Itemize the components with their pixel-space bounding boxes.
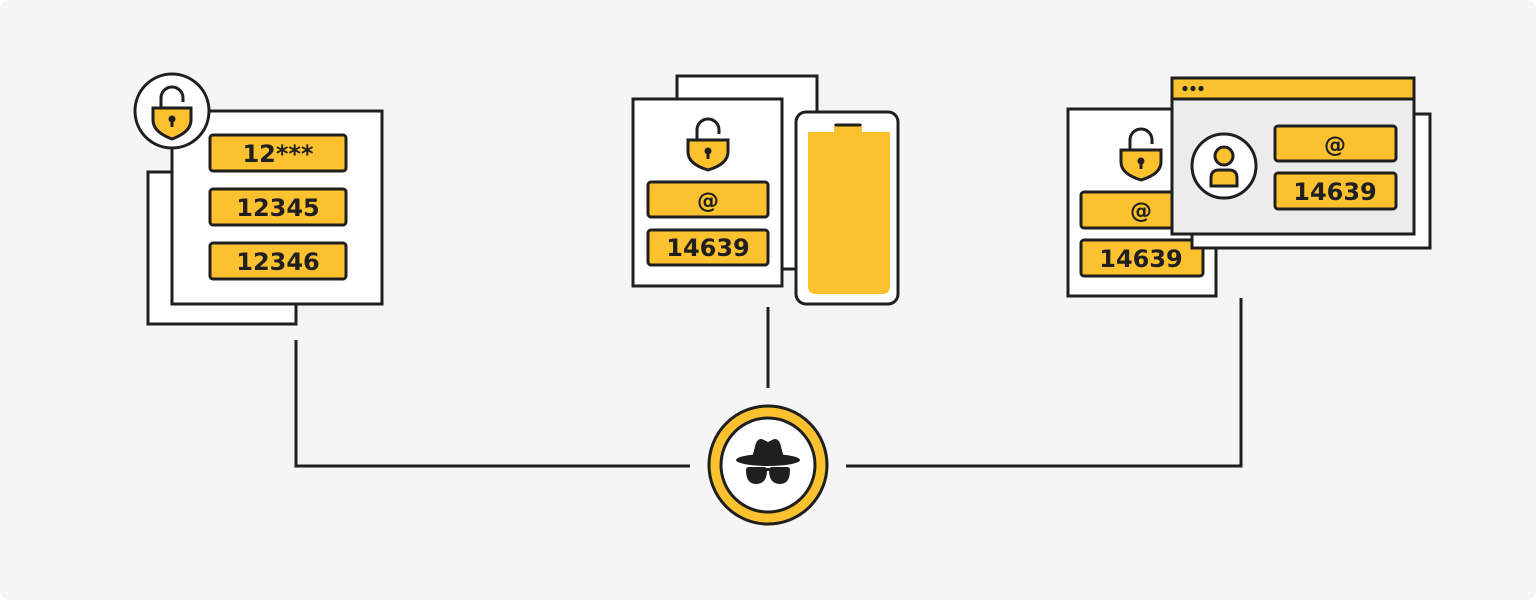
left-field-1: 12*** <box>208 133 348 173</box>
right-back-field-1-text: @ <box>1130 199 1152 224</box>
middle-padlock <box>686 117 730 172</box>
left-field-3-text: 12346 <box>236 248 320 276</box>
left-field-2-text: 12345 <box>236 194 320 222</box>
spy-hacker-icon <box>736 439 800 484</box>
right-back-field-2: 14639 <box>1079 238 1205 278</box>
connectors <box>294 298 1243 468</box>
hacker-badge <box>707 404 829 526</box>
window-field-2-text: 14639 <box>1293 178 1377 206</box>
middle-field-1: @ <box>646 180 770 219</box>
unlocked-padlock-icon <box>686 117 730 172</box>
window-field-1: @ <box>1273 124 1398 163</box>
right-padlock <box>1119 127 1163 182</box>
middle-field-1-text: @ <box>697 189 719 214</box>
middle-field-2-text: 14639 <box>666 234 750 262</box>
left-field-3: 12346 <box>208 241 348 281</box>
unlocked-padlock-icon <box>1119 127 1163 182</box>
middle-panel: @ 14639 <box>631 74 900 306</box>
user-avatar-icon <box>1190 132 1258 200</box>
window-field-1-text: @ <box>1324 133 1346 158</box>
connector-right <box>846 298 1243 468</box>
left-field-1-text: 12*** <box>242 140 314 168</box>
unlocked-padlock-icon <box>151 85 193 141</box>
browser-window: @ 14639 <box>1170 76 1416 236</box>
connector-left <box>294 340 690 468</box>
left-panel: 12*** 12345 12346 <box>133 72 384 326</box>
left-field-2: 12345 <box>208 187 348 227</box>
left-padlock-badge <box>133 72 211 150</box>
middle-field-2: 14639 <box>646 228 770 267</box>
window-field-2: 14639 <box>1273 171 1398 211</box>
right-back-field-2-text: 14639 <box>1099 245 1183 273</box>
smartphone-icon <box>794 110 900 306</box>
window-titlebar <box>1170 76 1416 101</box>
window-dots-icon <box>1182 85 1204 92</box>
right-panel: @ 14639 <box>1066 76 1432 298</box>
